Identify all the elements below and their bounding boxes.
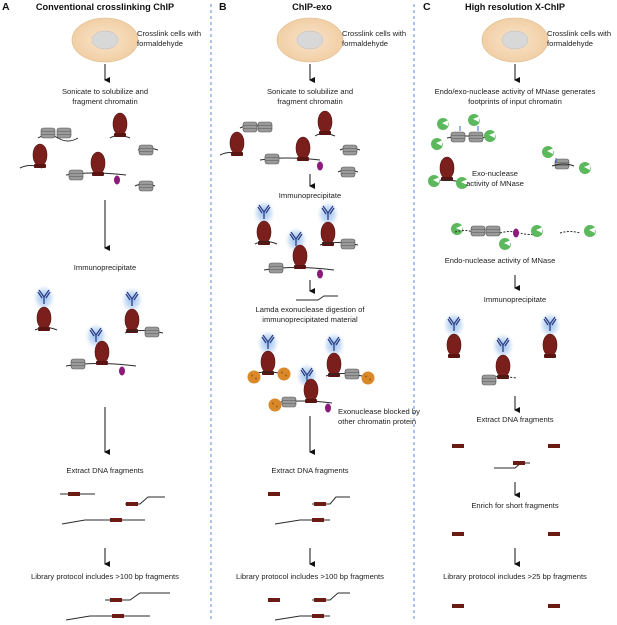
panel-title: High resolution X-ChIP — [465, 2, 565, 12]
library-fragments — [65, 592, 170, 621]
panel-title: Conventional crosslinking ChIP — [36, 2, 174, 12]
immunoprecipitated-complexes — [32, 284, 164, 376]
step-ip-label: Immunoprecipitate — [74, 263, 136, 272]
endonuclease-cut — [451, 223, 596, 250]
step-ip-label: Immunoprecipitate — [279, 191, 341, 200]
exonuclease-digestion — [247, 329, 375, 413]
dna-fragments — [452, 444, 560, 469]
panel-title: ChIP-exo — [292, 2, 332, 12]
step-library-label: Library protocol includes >25 bp fragmen… — [443, 572, 587, 581]
step-extract-label: Extract DNA fragments — [271, 466, 348, 475]
panel-letter: A — [2, 1, 10, 13]
panel-a: A Conventional crosslinking ChIP Crossli… — [2, 1, 201, 621]
fragmented-chromatin — [219, 110, 361, 178]
step-mnase-label: Endo/exo-nuclease activity of MNase gene… — [435, 87, 596, 106]
immunoprecipitated-complexes — [442, 311, 562, 386]
immunoprecipitated-complexes — [252, 199, 359, 279]
panel-letter: B — [219, 1, 227, 13]
mnase-digestion — [428, 114, 591, 189]
cell — [481, 17, 549, 63]
step-enrich-label: Enrich for short fragments — [471, 501, 559, 510]
dna-fragments — [60, 492, 165, 525]
panel-c: C High resolution X-ChIP Crosslink cells… — [423, 1, 611, 608]
dna-fragments — [268, 492, 350, 525]
step-extract-label: Extract DNA fragments — [66, 466, 143, 475]
library-fragments — [268, 592, 350, 621]
library-fragments — [452, 604, 560, 608]
step-library-label: Library protocol includes >100 bp fragme… — [31, 572, 179, 581]
panel-letter: C — [423, 1, 431, 13]
step-extract-label: Extract DNA fragments — [476, 415, 553, 424]
cell — [276, 17, 344, 63]
step-endo-label: Endo-nuclease activity of MNase — [445, 256, 556, 265]
fragmented-chromatin — [19, 112, 159, 192]
cell — [71, 17, 139, 63]
step-ip-label: Immunoprecipitate — [484, 295, 546, 304]
dna-strand — [296, 295, 338, 301]
step-library-label: Library protocol includes >100 bp fragme… — [236, 572, 384, 581]
short-fragments — [452, 532, 560, 536]
